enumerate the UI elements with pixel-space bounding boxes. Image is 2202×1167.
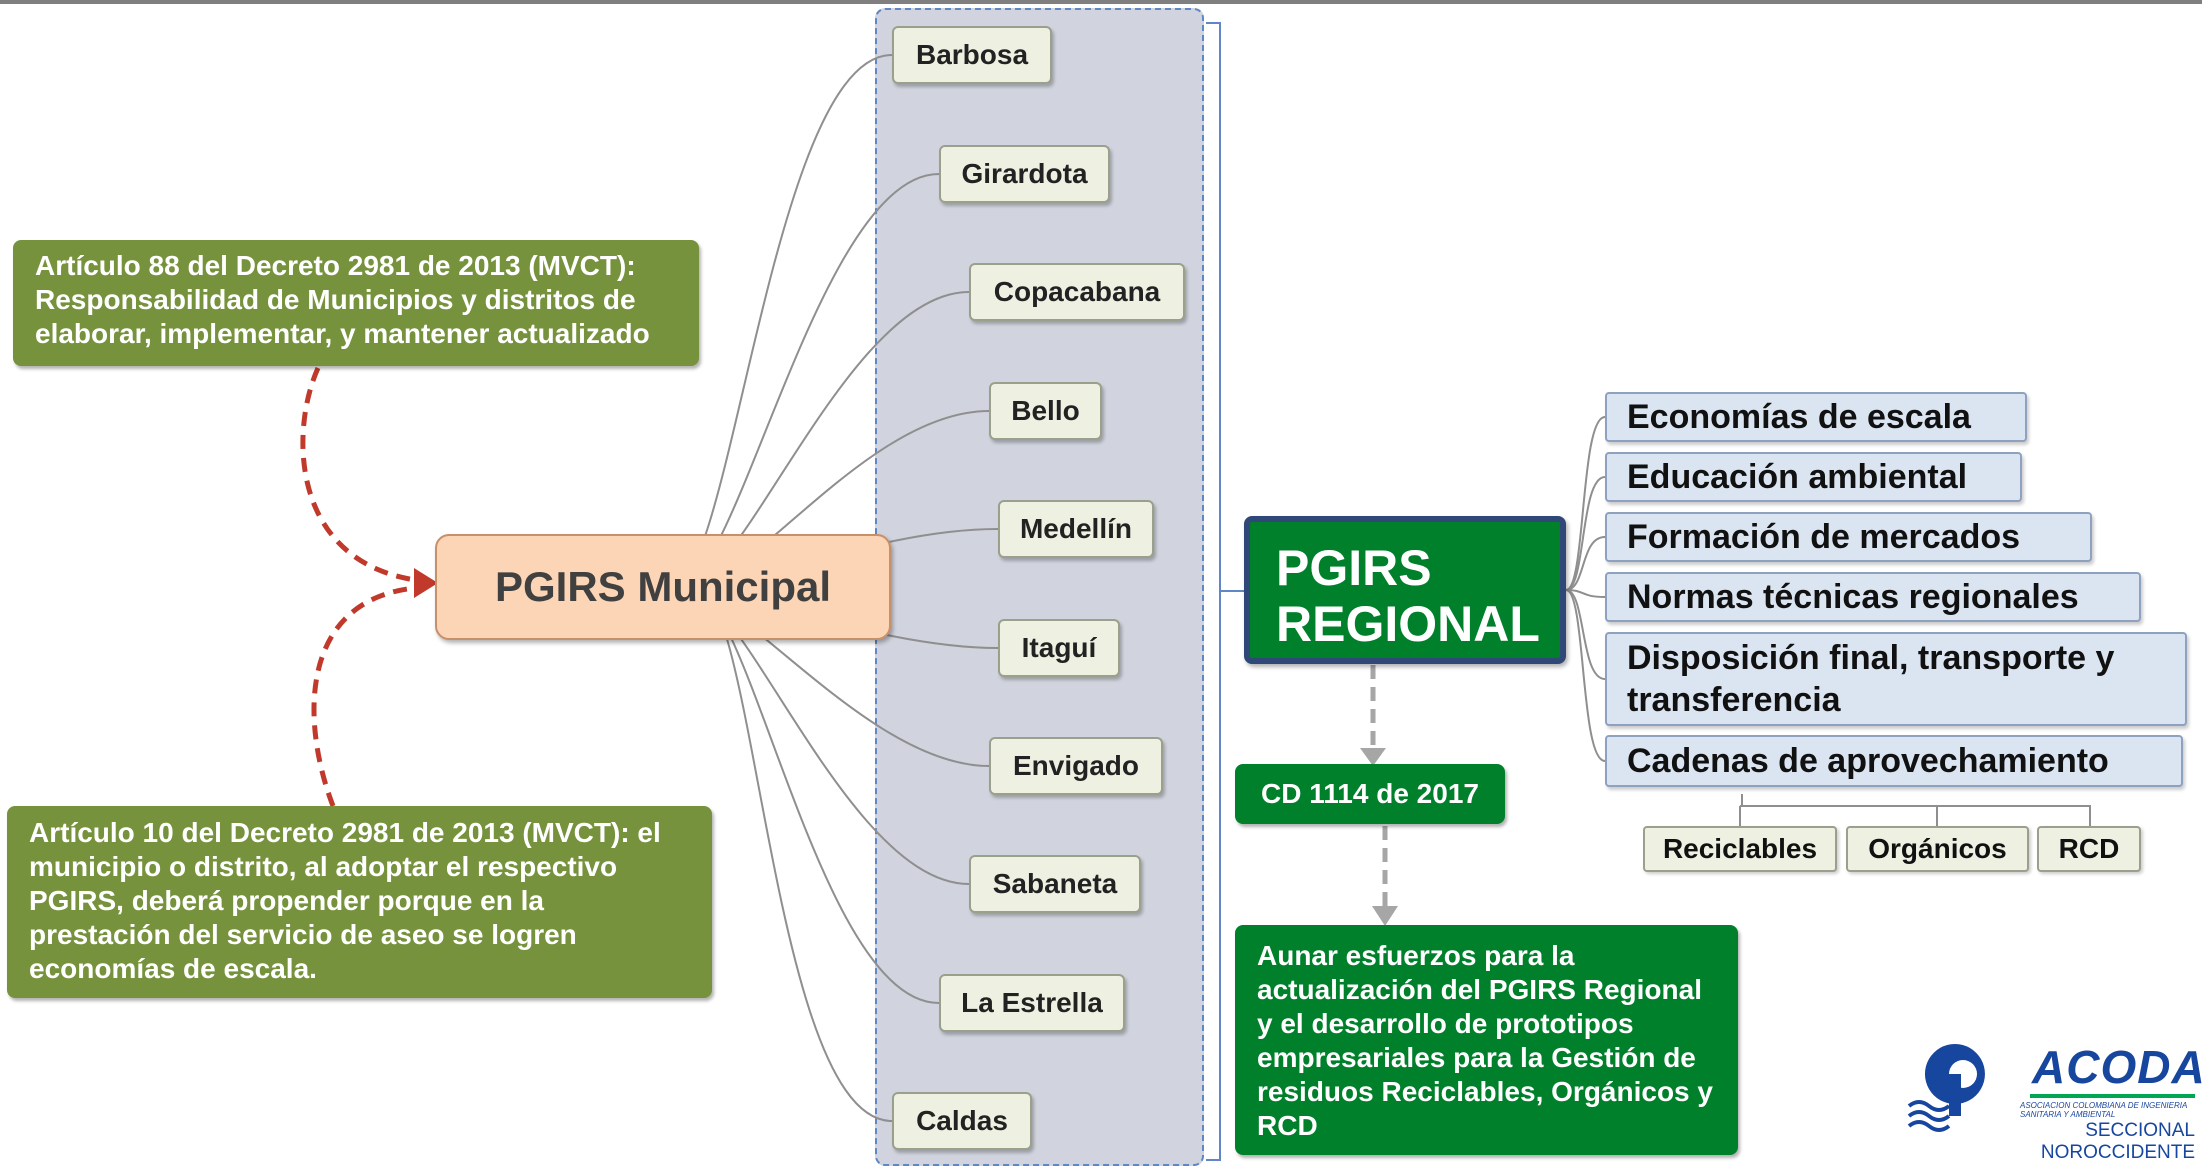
top-border: [0, 0, 2202, 4]
topic-connector: [1565, 589, 1606, 598]
topic-economias: Economías de escala: [1605, 392, 2027, 442]
pgirs-regional-node: PGIRS REGIONAL: [1244, 516, 1566, 664]
municipality-connector: [690, 586, 940, 1004]
arrow-article88: [300, 366, 416, 583]
topic-cadenas: Cadenas de aprovechamiento: [1605, 735, 2183, 787]
muni-caldas: Caldas: [892, 1092, 1032, 1150]
topic-disposicion: Disposición final, transporte y transfer…: [1605, 632, 2187, 726]
topic-connector: [1565, 589, 1606, 762]
subtopic-reciclables: Reciclables: [1643, 826, 1837, 872]
arrow-article10: [311, 585, 416, 807]
logo-subtitle: SECCIONAL NOROCCIDENTE: [2040, 1120, 2195, 1163]
panel-bracket: [1206, 22, 1244, 1161]
aunar-esfuerzos-node: Aunar esfuerzos para la actualización de…: [1235, 925, 1738, 1155]
acodal-logo-icon: [1907, 1044, 2195, 1132]
municipality-connector: [695, 586, 893, 1122]
regional-line2: REGIONAL: [1276, 596, 1540, 652]
subtopic-organicos: Orgánicos: [1846, 826, 2029, 872]
subtopic-rcd: RCD: [2037, 826, 2141, 872]
muni-sabaneta: Sabaneta: [969, 855, 1141, 913]
muni-la-estrella: La Estrella: [939, 974, 1125, 1032]
arrowhead-red: [414, 568, 438, 598]
muni-itagui: Itaguí: [998, 619, 1120, 677]
logo-small-text: ASOCIACION COLOMBIANA DE INGENIERIA SANI…: [2020, 1101, 2187, 1119]
topic-connector: [1565, 476, 1606, 591]
regional-line1: PGIRS: [1276, 540, 1432, 596]
arrowhead-gray-2: [1372, 906, 1398, 926]
topic-connector: [1565, 416, 1606, 591]
muni-envigado: Envigado: [989, 737, 1163, 795]
muni-medellin: Medellín: [998, 500, 1154, 558]
topic-educacion: Educación ambiental: [1605, 452, 2022, 502]
muni-bello: Bello: [989, 382, 1102, 440]
municipality-connector: [671, 54, 893, 588]
topic-normas: Normas técnicas regionales: [1605, 572, 2141, 622]
muni-copacabana: Copacabana: [969, 263, 1185, 321]
arrowhead-gray-1: [1360, 748, 1386, 766]
topic-connector: [1565, 589, 1606, 680]
muni-barbosa: Barbosa: [892, 26, 1052, 84]
subtopic-connector: [1739, 794, 2091, 826]
cd-1114-node: CD 1114 de 2017: [1235, 764, 1505, 824]
article-88-note: Artículo 88 del Decreto 2981 de 2013 (MV…: [13, 240, 699, 366]
municipality-connector: [678, 173, 940, 588]
topic-connector: [1565, 536, 1606, 591]
article-10-note: Artículo 10 del Decreto 2981 de 2013 (MV…: [7, 806, 712, 998]
pgirs-municipal-node: PGIRS Municipal: [435, 534, 891, 640]
logo-wordmark: ACODAL: [2032, 1041, 2202, 1093]
topic-formacion: Formación de mercados: [1605, 512, 2092, 562]
muni-girardota: Girardota: [939, 145, 1110, 203]
